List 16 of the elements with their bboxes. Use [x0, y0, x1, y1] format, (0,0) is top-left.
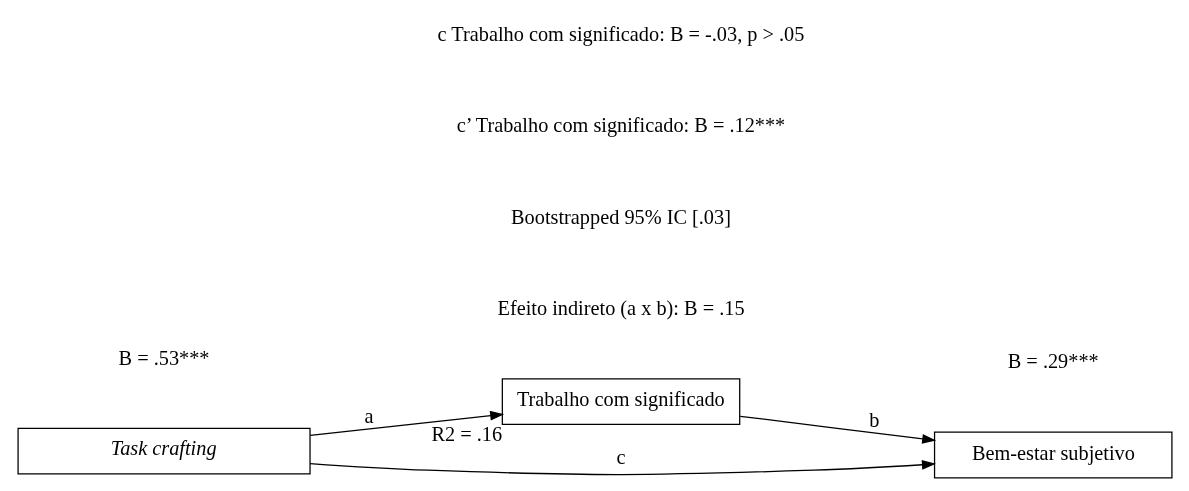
label: c’ Trabalho com significado: B = .12***	[456, 114, 785, 137]
label: B = .53***	[118, 346, 210, 369]
node-label: R2 = .16	[430, 422, 502, 445]
arrow	[739, 415, 936, 444]
node-box: Bem-estar subjetivo	[933, 431, 1173, 479]
arrow	[309, 410, 504, 436]
label: c Trabalho com significado: B = -.03, p > .05	[437, 22, 804, 45]
node-box: Task crafting	[16, 427, 311, 475]
edge-label: b	[868, 408, 879, 431]
edge-label: c	[616, 445, 626, 468]
arrow	[309, 459, 936, 476]
edge-label: a	[364, 404, 374, 427]
label: Efeito indireto (a x b): B = .15	[496, 297, 745, 320]
label: B = .29***	[1007, 350, 1099, 373]
label: Bootstrapped 95% IC [.03]	[510, 205, 731, 228]
node-box: Trabalho com significado	[501, 378, 740, 426]
